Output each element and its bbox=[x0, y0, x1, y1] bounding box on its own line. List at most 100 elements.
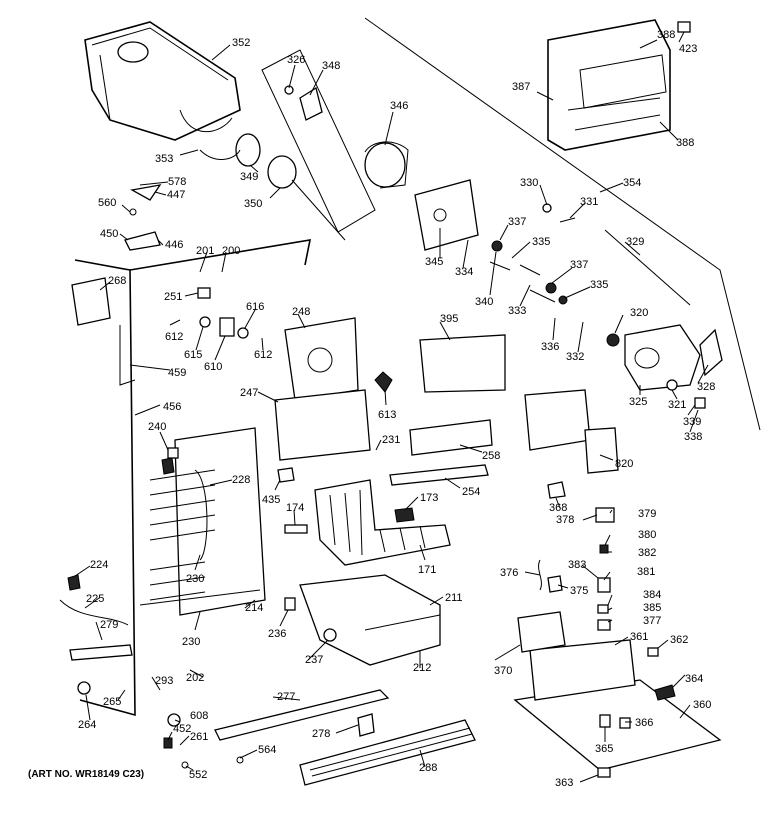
part-label: 450 bbox=[100, 228, 118, 240]
part-label: 339 bbox=[683, 416, 701, 428]
part-label: 384 bbox=[643, 589, 661, 601]
part-label: 578 bbox=[168, 176, 186, 188]
part-label: 360 bbox=[693, 699, 711, 711]
part-label: 279 bbox=[100, 619, 118, 631]
part-label: 211 bbox=[445, 592, 463, 604]
part-label: 237 bbox=[305, 654, 323, 666]
part-label: 382 bbox=[638, 547, 656, 559]
part-label: 293 bbox=[155, 675, 173, 687]
part-label: 173 bbox=[420, 492, 438, 504]
part-label: 224 bbox=[90, 559, 108, 571]
part-label: 613 bbox=[378, 409, 396, 421]
part-label: 564 bbox=[258, 744, 276, 756]
part-label: 230 bbox=[182, 636, 200, 648]
part-label: 346 bbox=[390, 100, 408, 112]
part-label: 375 bbox=[570, 585, 588, 597]
part-label: 228 bbox=[232, 474, 250, 486]
part-label: 247 bbox=[240, 387, 258, 399]
part-label: 171 bbox=[418, 564, 436, 576]
part-label: 265 bbox=[103, 696, 121, 708]
part-label: 612 bbox=[254, 349, 272, 361]
part-label: 385 bbox=[643, 602, 661, 614]
part-label: 328 bbox=[697, 381, 715, 393]
part-label: 268 bbox=[108, 275, 126, 287]
part-label: 552 bbox=[189, 769, 207, 781]
part-label: 331 bbox=[580, 196, 598, 208]
part-label: 446 bbox=[165, 239, 183, 251]
part-label: 348 bbox=[322, 60, 340, 72]
part-label: 608 bbox=[190, 710, 208, 722]
part-label: 380 bbox=[638, 529, 656, 541]
part-label: 202 bbox=[186, 672, 204, 684]
part-label: 456 bbox=[163, 401, 181, 413]
part-label: 338 bbox=[684, 431, 702, 443]
part-label: 388 bbox=[657, 29, 675, 41]
part-label: 560 bbox=[98, 197, 116, 209]
part-label: 200 bbox=[222, 245, 240, 257]
part-label: 333 bbox=[508, 305, 526, 317]
part-label: 366 bbox=[635, 717, 653, 729]
part-label: 361 bbox=[630, 631, 648, 643]
part-label: 335 bbox=[532, 236, 550, 248]
leader-lines bbox=[74, 31, 709, 783]
part-label: 376 bbox=[500, 567, 518, 579]
part-label: 350 bbox=[244, 198, 262, 210]
part-label: 258 bbox=[482, 450, 500, 462]
part-label: 251 bbox=[164, 291, 182, 303]
part-label: 230 bbox=[186, 573, 204, 585]
part-label: 377 bbox=[643, 615, 661, 627]
part-label: 395 bbox=[440, 313, 458, 325]
part-label: 612 bbox=[165, 331, 183, 343]
parts-artwork bbox=[59, 17, 761, 786]
part-label: 354 bbox=[623, 177, 641, 189]
part-label: 379 bbox=[638, 508, 656, 520]
part-label: 212 bbox=[413, 662, 431, 674]
part-label: 225 bbox=[86, 593, 104, 605]
part-label: 435 bbox=[262, 494, 280, 506]
part-label: 278 bbox=[312, 728, 330, 740]
part-label: 363 bbox=[555, 777, 573, 789]
part-label: 288 bbox=[419, 762, 437, 774]
part-label: 332 bbox=[566, 351, 584, 363]
part-label: 329 bbox=[626, 236, 644, 248]
part-label: 320 bbox=[630, 307, 648, 319]
part-label: 345 bbox=[425, 256, 443, 268]
part-label: 370 bbox=[494, 665, 512, 677]
part-label: 240 bbox=[148, 421, 166, 433]
part-label: 248 bbox=[292, 306, 310, 318]
part-label: 381 bbox=[637, 566, 655, 578]
part-label: 610 bbox=[204, 361, 222, 373]
part-label: 337 bbox=[570, 259, 588, 271]
part-label: 349 bbox=[240, 171, 258, 183]
part-label: 264 bbox=[78, 719, 96, 731]
part-label: 336 bbox=[541, 341, 559, 353]
part-label: 365 bbox=[595, 743, 613, 755]
part-number-labels: 352 326 348 346 388 423 387 388 353 349 … bbox=[78, 29, 715, 789]
part-label: 340 bbox=[475, 296, 493, 308]
part-label: 334 bbox=[455, 266, 473, 278]
part-label: 820 bbox=[615, 458, 633, 470]
part-label: 231 bbox=[382, 434, 400, 446]
part-label: 321 bbox=[668, 399, 686, 411]
part-label: 615 bbox=[184, 349, 202, 361]
part-label: 337 bbox=[508, 216, 526, 228]
part-label: 326 bbox=[287, 54, 305, 66]
part-label: 459 bbox=[168, 367, 186, 379]
art-number: (ART NO. WR18149 C23) bbox=[28, 769, 144, 780]
part-label: 387 bbox=[512, 81, 530, 93]
part-label: 353 bbox=[155, 153, 173, 165]
part-label: 368 bbox=[549, 502, 567, 514]
part-label: 423 bbox=[679, 43, 697, 55]
part-label: 330 bbox=[520, 177, 538, 189]
part-label: 362 bbox=[670, 634, 688, 646]
part-label: 383 bbox=[568, 559, 586, 571]
part-label: 261 bbox=[190, 731, 208, 743]
part-label: 277 bbox=[277, 691, 295, 703]
part-label: 378 bbox=[556, 514, 574, 526]
part-label: 201 bbox=[196, 245, 214, 257]
part-label: 364 bbox=[685, 673, 703, 685]
part-label: 214 bbox=[245, 602, 263, 614]
part-label: 352 bbox=[232, 37, 250, 49]
part-label: 335 bbox=[590, 279, 608, 291]
